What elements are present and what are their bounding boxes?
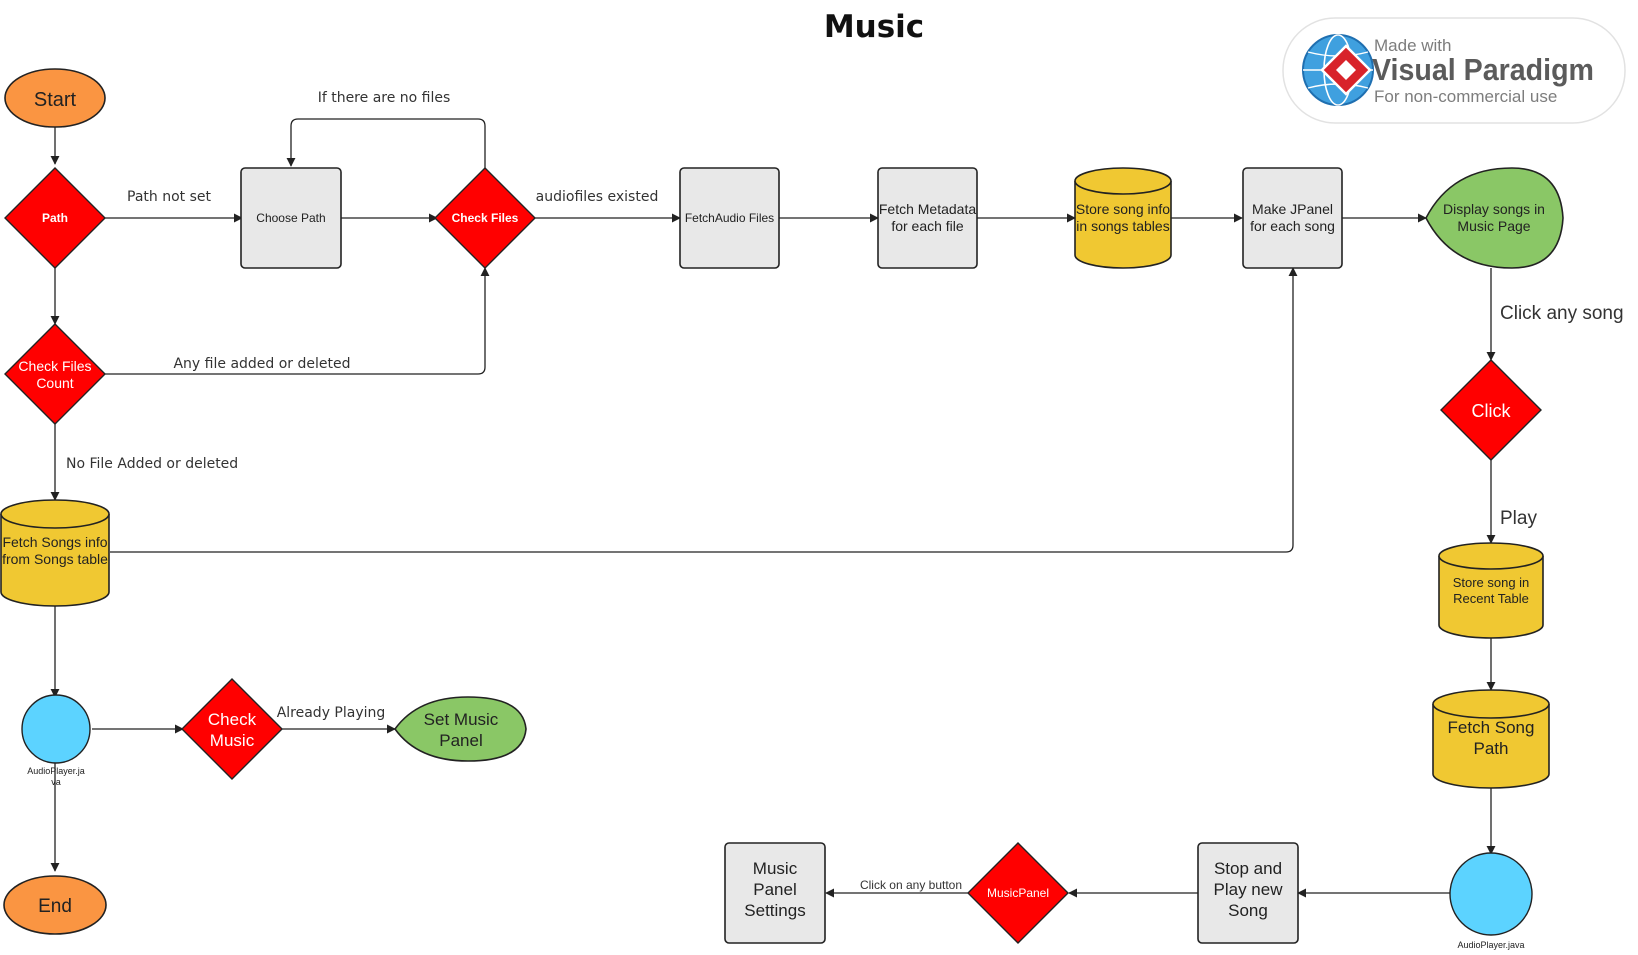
edge-labels: Path not set If there are no files audio… — [66, 90, 1624, 892]
fetch-song-path-database[interactable]: Fetch Song Path — [1432, 689, 1550, 789]
fetch-songs-info-database[interactable]: Fetch Songs info from Songs table — [0, 499, 110, 607]
check-files-count-line-2: Count — [36, 375, 73, 391]
label-any-file-changed: Any file added or deleted — [173, 356, 350, 372]
audio-player-left-line-2: va — [51, 777, 61, 787]
audio-player-left-line-1: AudioPlayer.ja — [27, 766, 85, 776]
make-jpanel-line-2: for each song — [1250, 218, 1335, 234]
check-music-line-1: Check — [208, 710, 257, 729]
music-panel-settings-line-3: Settings — [744, 901, 805, 920]
fetch-audio-files-label: FetchAudio Files — [685, 211, 774, 225]
click-decision[interactable]: Click — [1440, 359, 1542, 461]
display-songs-line-2: Music Page — [1457, 218, 1530, 234]
start-node[interactable]: Start — [4, 68, 106, 128]
fetch-metadata-line-2: for each file — [891, 218, 964, 234]
check-files-label: Check Files — [452, 211, 519, 225]
music-panel-decision[interactable]: MusicPanel — [967, 842, 1069, 944]
fetch-song-path-line-1: Fetch Song — [1448, 718, 1535, 737]
end-label: End — [38, 896, 72, 917]
start-label: Start — [34, 89, 77, 111]
edges — [50, 118, 1496, 898]
end-node[interactable]: End — [3, 875, 107, 935]
globe-logo-icon — [1302, 34, 1374, 106]
fetch-songs-info-line-1: Fetch Songs info — [2, 534, 107, 550]
fetch-song-path-line-2: Path — [1474, 739, 1509, 758]
check-files-decision[interactable]: Check Files — [434, 167, 536, 269]
edge-checkcount-checkfiles — [105, 267, 490, 375]
check-files-count-line-1: Check Files — [18, 358, 91, 374]
click-label: Click — [1472, 401, 1512, 421]
label-play: Play — [1500, 508, 1537, 529]
diagram-title: Music — [824, 9, 924, 45]
display-songs-line-1: Display songs in — [1443, 201, 1545, 217]
audio-player-left-connector[interactable]: AudioPlayer.ja va — [21, 694, 91, 787]
music-panel-label: MusicPanel — [987, 886, 1049, 900]
store-song-info-database[interactable]: Store song info in songs tables — [1074, 167, 1172, 269]
check-music-line-2: Music — [210, 731, 255, 750]
watermark-made-with: Made with — [1374, 36, 1451, 55]
check-files-count-decision[interactable]: Check Files Count — [4, 323, 106, 425]
music-panel-settings-line-1: Music — [753, 859, 798, 878]
store-song-info-line-2: in songs tables — [1076, 218, 1169, 234]
label-no-files: If there are no files — [318, 90, 451, 106]
path-decision[interactable]: Path — [4, 167, 106, 269]
set-music-panel-display[interactable]: Set Music Panel — [394, 696, 527, 762]
store-recent-line-1: Store song in — [1453, 575, 1530, 590]
fetch-songs-info-line-2: from Songs table — [2, 551, 108, 567]
label-click-any-button: Click on any button — [860, 878, 962, 892]
stop-play-process[interactable]: Stop and Play new Song — [1197, 842, 1299, 944]
set-music-panel-line-2: Panel — [439, 731, 482, 750]
watermark-note: For non-commercial use — [1374, 87, 1557, 106]
label-no-file-changed: No File Added or deleted — [66, 456, 238, 472]
display-songs-display[interactable]: Display songs in Music Page — [1425, 167, 1564, 269]
check-music-decision[interactable]: Check Music — [181, 678, 283, 780]
make-jpanel-process[interactable]: Make JPanel for each song — [1242, 167, 1343, 269]
music-panel-settings-line-2: Panel — [753, 880, 796, 899]
fetch-metadata-process[interactable]: Fetch Metadata for each file — [877, 167, 978, 269]
edge-checkfiles-loop — [286, 118, 486, 168]
choose-path-label: Choose Path — [256, 211, 325, 225]
path-label: Path — [42, 211, 68, 225]
stop-play-line-2: Play new — [1214, 880, 1284, 899]
make-jpanel-line-1: Make JPanel — [1252, 201, 1333, 217]
audio-player-right-connector[interactable]: AudioPlayer.java — [1449, 852, 1533, 950]
label-already-playing: Already Playing — [277, 705, 386, 721]
watermark-brand: Visual Paradigm — [1372, 52, 1594, 87]
label-path-not-set: Path not set — [127, 189, 211, 205]
edge-fetchsongs-jpanel — [110, 267, 1298, 553]
choose-path-process[interactable]: Choose Path — [240, 167, 342, 269]
store-song-info-line-1: Store song info — [1076, 201, 1170, 217]
stop-play-line-3: Song — [1228, 901, 1268, 920]
set-music-panel-line-1: Set Music — [424, 710, 499, 729]
fetch-metadata-line-1: Fetch Metadata — [879, 201, 976, 217]
audio-player-right-label: AudioPlayer.java — [1457, 940, 1524, 950]
label-audiofiles-existed: audiofiles existed — [536, 189, 659, 205]
store-recent-database[interactable]: Store song in Recent Table — [1438, 542, 1544, 639]
store-recent-line-2: Recent Table — [1453, 591, 1529, 606]
label-click-any-song: Click any song — [1500, 303, 1624, 324]
stop-play-line-1: Stop and — [1214, 859, 1282, 878]
fetch-audio-files-process[interactable]: FetchAudio Files — [679, 167, 780, 269]
music-panel-settings-process[interactable]: Music Panel Settings — [724, 842, 826, 944]
visual-paradigm-watermark: Made with Visual Paradigm For non-commer… — [1282, 17, 1626, 124]
